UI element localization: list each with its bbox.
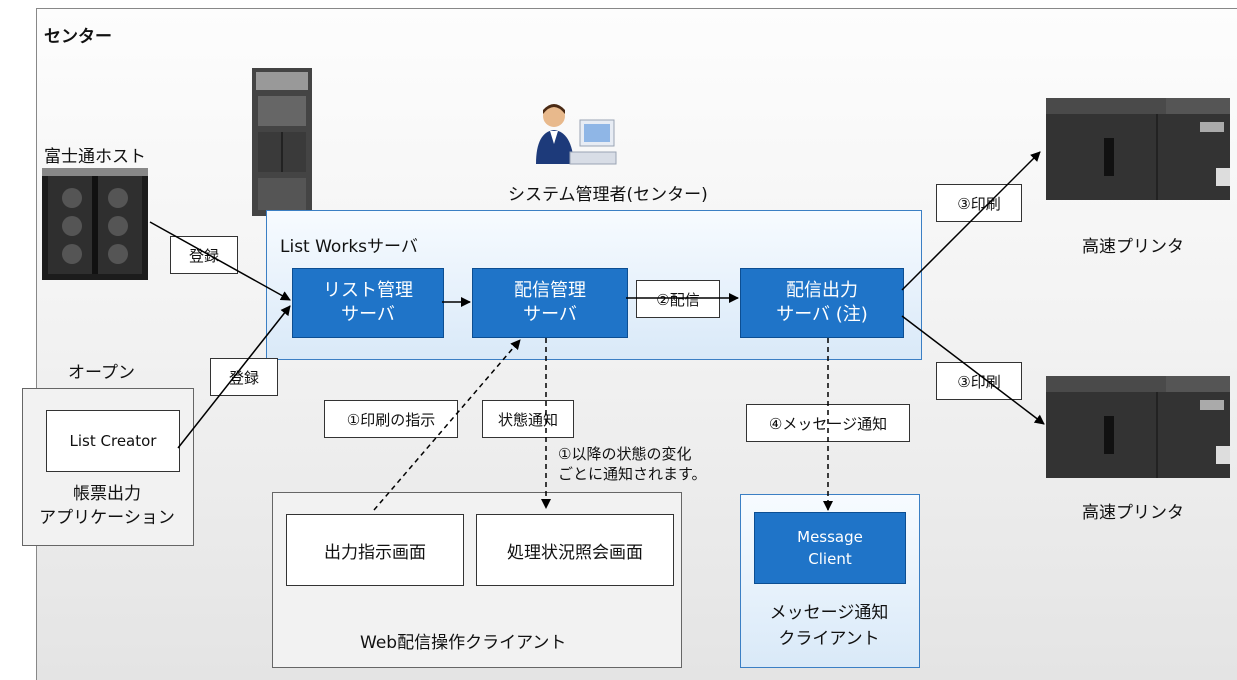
status-notice-label: 状態通知 — [482, 400, 574, 438]
arrow-print-bottom — [901, 315, 1045, 425]
output-instruction-screen: 出力指示画面 — [286, 514, 464, 586]
message-notice-client-label: メッセージ通知 クライアント — [740, 600, 918, 652]
delivery-management-server: 配信管理 サーバ — [472, 268, 628, 338]
message-client-line2: Client — [808, 550, 852, 568]
print-label-bottom: ③印刷 — [936, 362, 1022, 400]
solid-arrows — [149, 151, 1045, 449]
arrow-host-to-list-mgmt — [149, 221, 291, 301]
printer-icon-bottom — [1046, 376, 1230, 478]
list-management-server-line1: リスト管理 — [323, 280, 413, 301]
message-notice-client-line2: クライアント — [778, 629, 880, 649]
printer-label-bottom: 高速プリンタ — [1082, 503, 1184, 523]
message-client-box: Message Client — [754, 512, 906, 584]
delivery-output-server: 配信出力 サーバ (注) — [740, 268, 904, 338]
arrow-print-instruction — [373, 339, 521, 511]
deliver-label: ②配信 — [636, 280, 720, 318]
list-creator-box: List Creator — [46, 410, 180, 472]
print-instruction-label: ①印刷の指示 — [324, 400, 458, 438]
status-note: ①以降の状態の変化 ごとに通知されます。 — [558, 444, 707, 484]
delivery-management-server-line1: 配信管理 — [514, 280, 586, 301]
delivery-management-server-line2: サーバ — [523, 304, 577, 325]
open-label: オープン — [68, 363, 135, 383]
admin-label: システム管理者(センター) — [508, 185, 708, 205]
dashed-arrows — [373, 338, 833, 511]
web-client-label: Web配信操作クライアント — [360, 633, 567, 653]
message-notice-client-line1: メッセージ通知 — [769, 603, 889, 623]
register-label-bottom: 登録 — [210, 358, 278, 396]
status-query-screen: 処理状況照会画面 — [476, 514, 674, 586]
message-client-line1: Message — [797, 528, 863, 546]
form-app-label: 帳票出力 アプリケーション — [22, 482, 192, 530]
mainframe-icon — [42, 168, 148, 280]
print-label-top: ③印刷 — [936, 184, 1022, 222]
server-group-label: List Worksサーバ — [280, 237, 418, 257]
printer-label-top: 高速プリンタ — [1082, 237, 1184, 257]
server-tower-icon — [252, 68, 312, 216]
form-app-line2: アプリケーション — [39, 508, 175, 528]
form-app-line1: 帳票出力 — [73, 484, 141, 504]
host-label: 富士通ホスト — [44, 147, 146, 167]
section-label: センター — [44, 27, 112, 47]
arrow-print-top — [901, 151, 1041, 291]
list-management-server-line2: サーバ — [341, 304, 395, 325]
status-note-line1: ①以降の状態の変化 — [558, 445, 692, 463]
register-label-top: 登録 — [170, 236, 238, 274]
list-management-server: リスト管理 サーバ — [292, 268, 444, 338]
delivery-output-server-line1: 配信出力 — [786, 280, 858, 301]
system-admin-icon — [530, 100, 620, 172]
printer-icon-top — [1046, 98, 1230, 200]
arrow-creator-to-list-mgmt — [177, 305, 291, 449]
delivery-output-server-line2: サーバ (注) — [776, 304, 868, 325]
status-note-line2: ごとに通知されます。 — [558, 465, 707, 483]
